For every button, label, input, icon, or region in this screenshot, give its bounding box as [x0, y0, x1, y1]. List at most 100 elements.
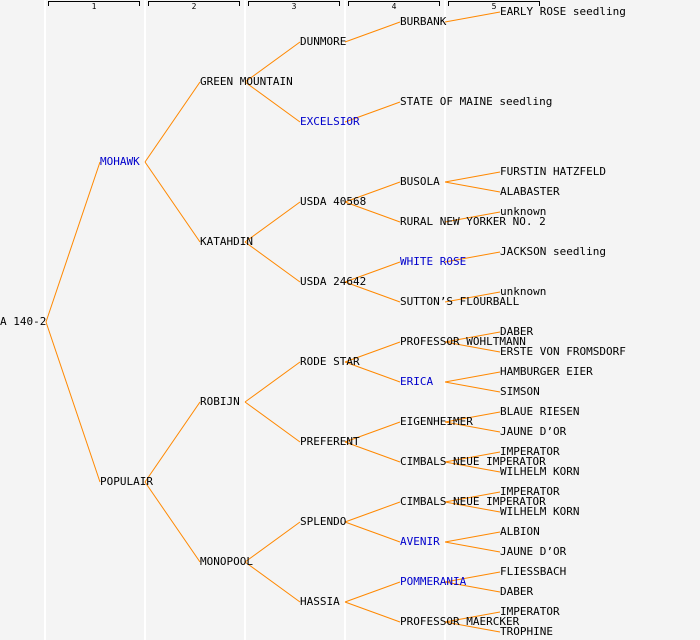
- pedigree-node-gen5[interactable]: TROPHINE: [500, 625, 553, 638]
- pedigree-node-gen4[interactable]: ERICA: [400, 375, 434, 388]
- pedigree-node-gen5[interactable]: WILHELM KORN: [500, 505, 580, 518]
- pedigree-node-gen4[interactable]: EIGENHEIMER: [400, 415, 473, 428]
- pedigree-node-gen0[interactable]: A 140-2: [0, 315, 47, 328]
- pedigree-link: [344, 341, 401, 363]
- pedigree-node-gen4[interactable]: AVENIR: [400, 535, 440, 548]
- pedigree-node-gen4[interactable]: WHITE ROSE: [400, 255, 467, 268]
- pedigree-node-gen5[interactable]: FURSTIN HATZFELD: [500, 165, 606, 178]
- pedigree-node-gen1[interactable]: POPULAIR: [100, 475, 153, 488]
- pedigree-link: [344, 501, 401, 523]
- pedigree-node-gen4[interactable]: RURAL NEW YORKER NO. 2: [400, 215, 546, 228]
- pedigree-node-gen4[interactable]: BUSOLA: [400, 175, 440, 188]
- pedigree-link: [344, 521, 401, 543]
- pedigree-link: [244, 521, 301, 563]
- pedigree-link: [444, 411, 501, 423]
- pedigree-link: [444, 251, 501, 263]
- pedigree-link: [244, 241, 301, 283]
- pedigree-node-gen4[interactable]: BURBANK: [400, 15, 447, 28]
- pedigree-node-gen4[interactable]: SUTTON’S FLOURBALL: [400, 295, 520, 308]
- pedigree-link: [244, 561, 301, 603]
- pedigree-link: [144, 161, 201, 243]
- pedigree-node-gen4[interactable]: STATE OF MAINE seedling: [400, 95, 553, 108]
- column-separator: [444, 0, 446, 640]
- pedigree-node-gen3[interactable]: DUNMORE: [300, 35, 347, 48]
- pedigree-node-gen3[interactable]: EXCELSIOR: [300, 115, 360, 128]
- pedigree-node-gen3[interactable]: SPLENDO: [300, 515, 347, 528]
- pedigree-link: [344, 361, 401, 383]
- pedigree-link: [45, 321, 101, 483]
- pedigree-link: [244, 361, 301, 403]
- pedigree-link: [244, 401, 301, 443]
- pedigree-node-gen5[interactable]: IMPERATOR: [500, 485, 560, 498]
- pedigree-node-gen5[interactable]: WILHELM KORN: [500, 465, 580, 478]
- pedigree-link: [444, 611, 501, 623]
- pedigree-link: [144, 81, 201, 163]
- pedigree-link: [444, 291, 501, 303]
- pedigree-link: [444, 581, 501, 593]
- pedigree-link: [444, 621, 501, 633]
- pedigree-node-gen2[interactable]: MONOPOOL: [200, 555, 253, 568]
- pedigree-node-gen5[interactable]: IMPERATOR: [500, 605, 560, 618]
- pedigree-node-gen5[interactable]: DABER: [500, 325, 534, 338]
- column-separator: [44, 0, 46, 640]
- pedigree-node-gen2[interactable]: GREEN MOUNTAIN: [200, 75, 293, 88]
- pedigree-node-gen3[interactable]: USDA 24642: [300, 275, 367, 288]
- generation-bracket: [48, 1, 140, 6]
- pedigree-link: [344, 441, 401, 463]
- pedigree-node-gen5[interactable]: JACKSON seedling: [500, 245, 606, 258]
- pedigree-link: [444, 491, 501, 503]
- generation-bracket: [448, 1, 540, 6]
- pedigree-node-gen2[interactable]: KATAHDIN: [200, 235, 253, 248]
- pedigree-link: [344, 281, 401, 303]
- pedigree-node-gen5[interactable]: DABER: [500, 585, 534, 598]
- pedigree-link: [444, 171, 501, 183]
- pedigree-node-gen5[interactable]: JAUNE D’OR: [500, 545, 567, 558]
- pedigree-link: [344, 181, 401, 203]
- pedigree-node-gen4[interactable]: CIMBALS NEUE IMPERATOR: [400, 455, 546, 468]
- pedigree-link: [244, 41, 301, 83]
- generation-number: 4: [391, 2, 397, 11]
- pedigree-link: [344, 101, 401, 123]
- pedigree-link: [344, 421, 401, 443]
- pedigree-link: [344, 201, 401, 223]
- generation-number: 3: [291, 2, 297, 11]
- pedigree-node-gen5[interactable]: IMPERATOR: [500, 445, 560, 458]
- pedigree-node-gen3[interactable]: RODE STAR: [300, 355, 360, 368]
- pedigree-node-gen5[interactable]: HAMBURGER EIER: [500, 365, 593, 378]
- pedigree-node-gen3[interactable]: USDA 40568: [300, 195, 367, 208]
- pedigree-link: [444, 571, 501, 583]
- generation-number: 2: [191, 2, 197, 11]
- pedigree-node-gen5[interactable]: JAUNE D’OR: [500, 425, 567, 438]
- pedigree-link: [344, 261, 401, 283]
- pedigree-node-gen4[interactable]: CIMBALS NEUE IMPERATOR: [400, 495, 546, 508]
- generation-bracket: [148, 1, 240, 6]
- pedigree-link: [344, 581, 401, 603]
- pedigree-node-gen4[interactable]: POMMERANIA: [400, 575, 467, 588]
- generation-bracket: [248, 1, 340, 6]
- pedigree-link: [344, 601, 401, 623]
- pedigree-link: [144, 401, 201, 483]
- pedigree-node-gen3[interactable]: HASSIA: [300, 595, 340, 608]
- pedigree-link: [45, 161, 101, 323]
- pedigree-link: [144, 481, 201, 563]
- pedigree-node-gen4[interactable]: PROFESSOR WOHLTMANN: [400, 335, 526, 348]
- pedigree-node-gen5[interactable]: ERSTE VON FROMSDORF: [500, 345, 626, 358]
- pedigree-node-gen5[interactable]: SIMSON: [500, 385, 540, 398]
- pedigree-node-gen2[interactable]: ROBIJN: [200, 395, 240, 408]
- pedigree-link: [444, 541, 501, 553]
- pedigree-node-gen5[interactable]: unknown: [500, 205, 547, 218]
- pedigree-node-gen5[interactable]: ALBION: [500, 525, 540, 538]
- pedigree-link: [244, 201, 301, 243]
- pedigree-link: [444, 501, 501, 513]
- pedigree-node-gen3[interactable]: PREFERENT: [300, 435, 360, 448]
- generation-number: 1: [91, 2, 97, 11]
- pedigree-node-gen5[interactable]: BLAUE RIESEN: [500, 405, 580, 418]
- pedigree-node-gen5[interactable]: EARLY ROSE seedling: [500, 5, 626, 18]
- pedigree-link: [444, 461, 501, 473]
- pedigree-node-gen5[interactable]: unknown: [500, 285, 547, 298]
- pedigree-node-gen5[interactable]: FLIESSBACH: [500, 565, 567, 578]
- pedigree-node-gen1[interactable]: MOHAWK: [100, 155, 140, 168]
- pedigree-node-gen5[interactable]: ALABASTER: [500, 185, 560, 198]
- pedigree-node-gen4[interactable]: PROFESSOR MAERCKER: [400, 615, 520, 628]
